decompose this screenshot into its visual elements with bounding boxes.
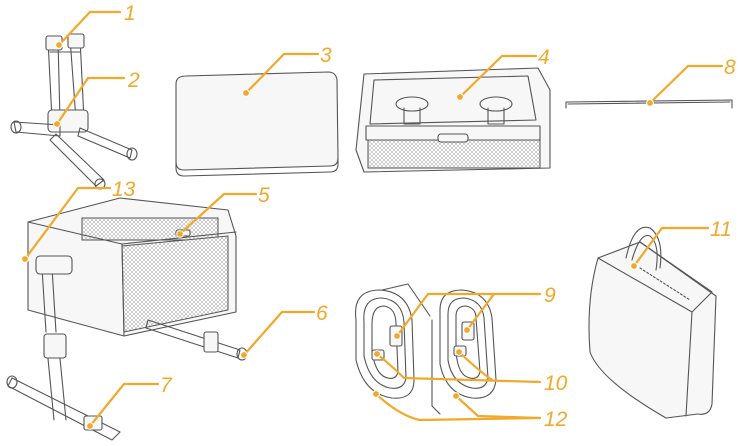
callout-13: 13 xyxy=(112,178,136,201)
callout-11: 11 xyxy=(710,218,732,241)
callout-3: 3 xyxy=(320,44,332,67)
leg-frame-part xyxy=(11,34,137,189)
callout-12: 12 xyxy=(544,408,568,431)
callout-10: 10 xyxy=(544,372,568,395)
callout-7: 7 xyxy=(160,374,173,397)
callout-4: 4 xyxy=(538,46,550,69)
bassinet-frame-part xyxy=(356,68,550,172)
mattress-part xyxy=(176,72,338,176)
callout-2: 2 xyxy=(127,69,140,92)
carry-bag-part xyxy=(589,227,716,418)
callout-9: 9 xyxy=(544,284,556,307)
callout-8: 8 xyxy=(724,56,736,79)
callout-5: 5 xyxy=(258,184,270,207)
callout-6: 6 xyxy=(316,302,328,325)
callout-1: 1 xyxy=(124,2,136,25)
